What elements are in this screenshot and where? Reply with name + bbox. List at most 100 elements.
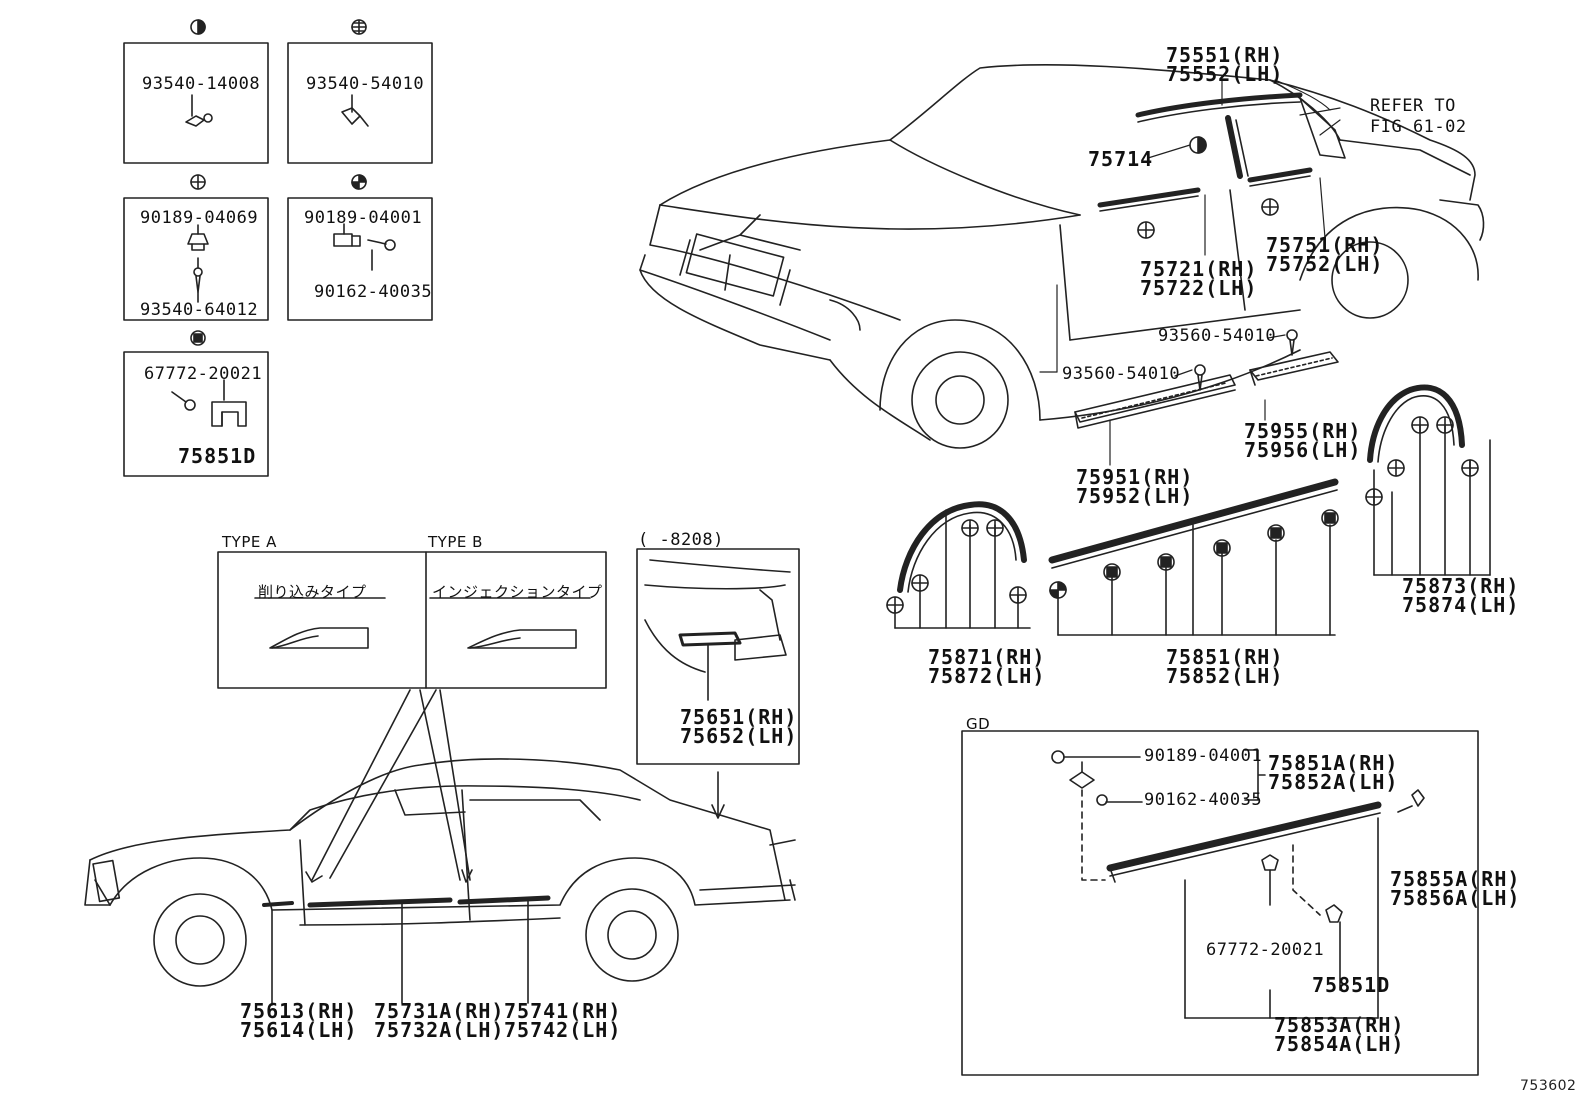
part-number-label: 93540-54010	[306, 74, 425, 94]
screw-icon	[193, 257, 203, 303]
marker-globe-icon	[1009, 586, 1027, 604]
marker-globe-icon	[1365, 488, 1383, 506]
rear-step-plate-75955	[1249, 351, 1339, 386]
type-b-label: TYPE B	[428, 533, 483, 551]
marker-square-icon	[1103, 563, 1121, 581]
car-side-drawing	[84, 689, 796, 1006]
part-number-label: 90189-04069	[140, 208, 259, 228]
box-symbol-half-icon	[190, 19, 206, 35]
door-molding-75721	[1097, 187, 1201, 212]
rear-arch-molding-75873	[1367, 384, 1491, 576]
part-number-label: 75951(RH)	[1076, 465, 1194, 489]
front-arch-molding-75871	[894, 501, 1031, 629]
marker-globe-icon	[1411, 416, 1429, 434]
marker-globe-icon	[1137, 221, 1155, 239]
leader-lines-top	[1039, 79, 1341, 466]
reference-label: FIG 61-02	[1370, 117, 1467, 137]
marker-globe-icon	[911, 574, 929, 592]
part-number-label: 75722(LH)	[1140, 276, 1258, 300]
part-number-label: 75851D	[178, 444, 257, 468]
part-number-label: 75856A(LH)	[1390, 886, 1521, 910]
part-number-label: 93540-14008	[142, 74, 261, 94]
box-symbol-cross-icon	[190, 174, 206, 190]
part-number-label: 75956(LH)	[1244, 438, 1362, 462]
fastener-boxes	[123, 42, 433, 477]
part-number-label: 93560-54010	[1158, 326, 1277, 346]
part-number-label: 75955(RH)	[1244, 419, 1362, 443]
part-number-label: 90189-04001	[1144, 746, 1263, 766]
part-number-label: 67772-20021	[1206, 940, 1325, 960]
part-number-label: 75551(RH)	[1166, 43, 1284, 67]
marker-globe-icon	[1387, 459, 1405, 477]
part-number-label: 75613(RH)	[240, 999, 358, 1023]
part-number-label: 75852A(LH)	[1268, 770, 1399, 794]
screw-icon	[1286, 329, 1298, 356]
door-molding-75751	[1247, 167, 1313, 187]
part-number-label: 75731A(RH)	[374, 999, 505, 1023]
marker-globe-icon	[1261, 198, 1279, 216]
part-number-label: 75874(LH)	[1402, 593, 1520, 617]
part-number-label: 75614(LH)	[240, 1018, 358, 1042]
part-number-label: 75651(RH)	[680, 705, 798, 729]
type-b-description: インジェクションタイプ	[432, 583, 603, 601]
part-number-label: 75721(RH)	[1140, 257, 1258, 281]
type-a-label: TYPE A	[222, 533, 277, 551]
part-number-label: 90162-40035	[1144, 790, 1263, 810]
part-number-label: 75873(RH)	[1402, 574, 1520, 598]
car-perspective-drawing	[639, 63, 1485, 449]
box-symbol-globe-icon	[351, 19, 367, 35]
figure-number: 753602	[1520, 1078, 1577, 1094]
part-number-label: 93560-54010	[1062, 364, 1181, 384]
marker-half-icon	[1189, 136, 1207, 154]
marker-globe-icon	[1436, 416, 1454, 434]
box-symbol-square-icon	[190, 330, 206, 346]
gd-box	[961, 730, 1479, 1076]
part-number-label: 90162-40035	[314, 282, 433, 302]
rear-lamp-panel	[636, 548, 800, 819]
marker-globe-icon	[1461, 459, 1479, 477]
type-a-description: 削り込みタイプ	[258, 583, 367, 601]
screw-icon	[1194, 364, 1206, 391]
part-number-label: 75732A(LH)	[374, 1018, 505, 1042]
marker-globe-icon	[986, 519, 1004, 537]
part-number-label: 75851A(RH)	[1268, 751, 1399, 775]
box-symbol-quarter-icon	[351, 174, 367, 190]
part-number-label: 75851(RH)	[1166, 645, 1284, 669]
part-number-label: 75751(RH)	[1266, 233, 1384, 257]
roof-molding-75551	[1135, 92, 1346, 159]
gd-title: GD	[966, 715, 991, 733]
part-number-label: 75851D	[1312, 973, 1391, 997]
clip-icon	[211, 379, 247, 427]
screw-icon	[171, 391, 196, 411]
window-molding-75714	[1225, 115, 1249, 179]
marker-square-icon	[1157, 553, 1175, 571]
part-number-label: 67772-20021	[144, 364, 263, 384]
part-number-label: 75752(LH)	[1266, 252, 1384, 276]
marker-quarter-icon	[1049, 581, 1067, 599]
front-step-plate-75951	[1074, 374, 1236, 429]
part-number-label: 75952(LH)	[1076, 484, 1194, 508]
part-number-label: 90189-04001	[304, 208, 423, 228]
type-panel	[217, 551, 607, 689]
marker-square-icon	[1213, 539, 1231, 557]
part-number-label: 75741(RH)	[504, 999, 622, 1023]
part-number-label: 75853A(RH)	[1274, 1013, 1405, 1037]
reference-label: REFER TO	[1370, 96, 1456, 116]
part-number-label: 75552(LH)	[1166, 62, 1284, 86]
part-number-label: 75872(LH)	[928, 664, 1046, 688]
clip-icon	[185, 94, 213, 127]
marker-square-icon	[1267, 524, 1285, 542]
marker-square-icon	[1321, 509, 1339, 527]
clip-icon	[341, 94, 369, 127]
rocker-molding-75851	[1048, 478, 1339, 636]
bracket-icon	[333, 223, 361, 247]
screw-icon	[367, 239, 396, 271]
marker-globe-icon	[961, 519, 979, 537]
part-number-label: 75854A(LH)	[1274, 1032, 1405, 1056]
part-number-label: 75742(LH)	[504, 1018, 622, 1042]
date-range-label: ( -8208)	[638, 530, 724, 550]
nut-icon	[187, 224, 209, 251]
part-number-label: 93540-64012	[140, 300, 259, 320]
part-number-label: 75652(LH)	[680, 724, 798, 748]
